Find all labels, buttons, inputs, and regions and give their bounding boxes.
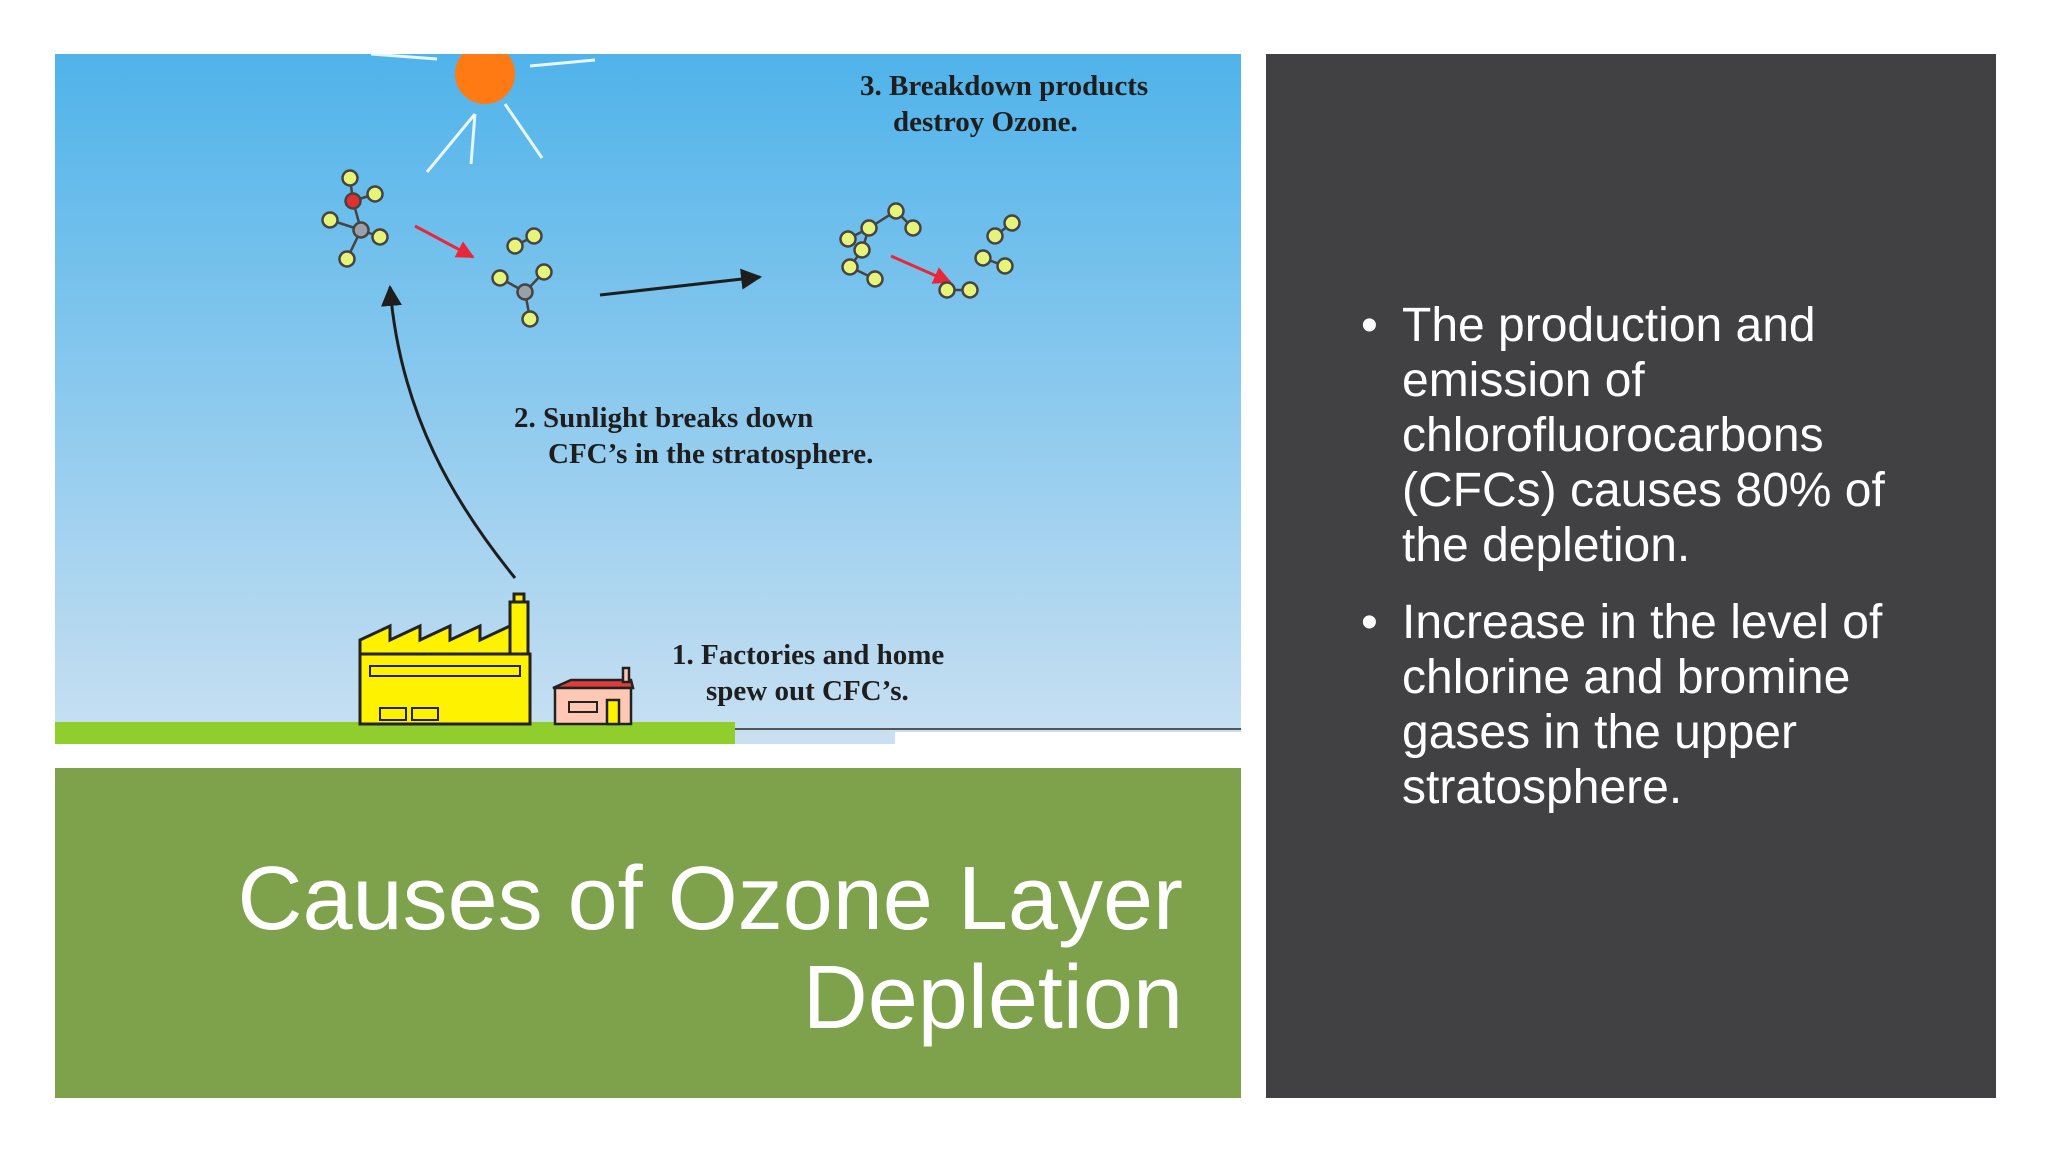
bullet-text: Increase in the level of chlorine and br… xyxy=(1402,596,1883,814)
sun-icon xyxy=(370,54,596,173)
list-item: • Increase in the level of chlorine and … xyxy=(1361,595,1921,815)
cfc-molecule-icon xyxy=(321,169,389,268)
house-icon xyxy=(552,666,635,726)
bullet-marker: • xyxy=(1361,596,1378,649)
reaction-arrow-icon xyxy=(890,254,952,284)
emission-path-arrow-icon xyxy=(381,284,517,579)
title-panel: Causes of Ozone Layer Depletion xyxy=(55,768,1241,1098)
content-panel: • The production and emission of chlorof… xyxy=(1266,54,1996,1098)
progression-arrow-icon xyxy=(599,268,763,297)
ground xyxy=(55,722,735,744)
step-3-label-line2: destroy Ozone. xyxy=(893,106,1078,138)
step-2-label: 2. Sunlight breaks down xyxy=(514,402,813,434)
list-item: • The production and emission of chlorof… xyxy=(1361,298,1921,573)
bullet-list: • The production and emission of chlorof… xyxy=(1361,298,1921,837)
step-3-label: 3. Breakdown products xyxy=(860,70,1148,102)
step-1-label-line2: spew out CFC’s. xyxy=(706,675,909,707)
step-1-label: 1. Factories and home xyxy=(672,639,944,671)
step-2-label-line2: CFC’s in the stratosphere. xyxy=(548,438,873,470)
reaction-arrow-icon xyxy=(414,224,475,259)
bullet-text: The production and emission of chloroflu… xyxy=(1402,299,1885,572)
oxygen-products-icon xyxy=(938,214,1021,299)
ozone-depletion-diagram: 3. Breakdown products destroy Ozone. 2. … xyxy=(55,54,1241,744)
factory-icon xyxy=(358,592,532,726)
slide-title: Causes of Ozone Layer Depletion xyxy=(237,849,1183,1048)
bullet-marker: • xyxy=(1361,299,1378,352)
sky-background xyxy=(55,54,1241,744)
broken-molecule-icon xyxy=(491,227,553,328)
ozone-molecule-icon xyxy=(839,202,922,288)
